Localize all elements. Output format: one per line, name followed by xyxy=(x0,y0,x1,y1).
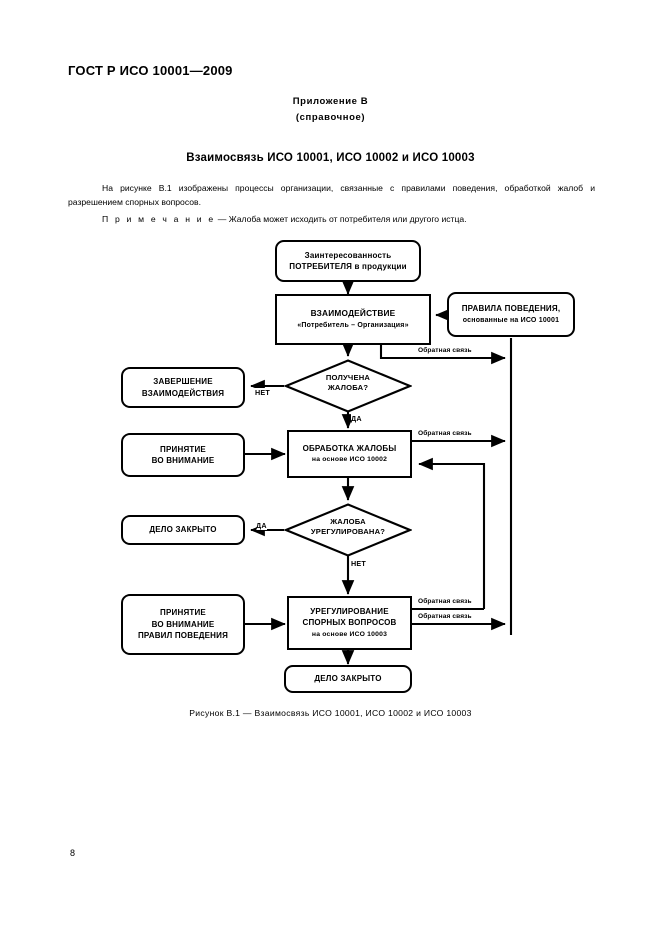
node-complaint-handling-line2: на основе ИСО 10002 xyxy=(311,456,388,463)
node-customer-interest-line1: Заинтересованность xyxy=(304,250,392,260)
edge-label-yes-2: ДА xyxy=(256,521,267,530)
standard-header: ГОСТ Р ИСО 10001—2009 xyxy=(68,63,233,78)
node-code-of-conduct-line1: ПРАВИЛА ПОВЕДЕНИЯ, xyxy=(461,304,561,313)
node-case-closed-1: ДЕЛО ЗАКРЫТО xyxy=(121,515,245,545)
node-end-interaction: ЗАВЕРШЕНИЕ ВЗАИМОДЕЙСТВИЯ xyxy=(121,367,245,408)
note-paragraph: П р и м е ч а н и е — Жалоба может исход… xyxy=(68,213,595,227)
flowchart-connectors xyxy=(245,280,513,665)
edge-label-no-2: НЕТ xyxy=(351,559,366,568)
node-end-interaction-line1: ЗАВЕРШЕНИЕ xyxy=(153,377,213,386)
feedback-label-1: Обратная связь xyxy=(417,347,473,354)
node-take-into-account-rules-line2: ВО ВНИМАНИЕ xyxy=(151,619,215,629)
annex-title: Приложение В xyxy=(292,96,369,107)
decision-complaint-received-line2: ЖАЛОБА? xyxy=(327,383,369,392)
node-interaction: ВЗАИМОДЕЙСТВИЕ «Потребитель – Организаци… xyxy=(275,294,431,345)
feedback-label-4: Обратная связь xyxy=(417,613,473,620)
node-take-into-account-line2: ВО ВНИМАНИЕ xyxy=(151,456,215,465)
feedback-label-2: Обратная связь xyxy=(417,430,473,437)
node-customer-interest-line2: ПОТРЕБИТЕЛЯ в продукции xyxy=(289,262,407,271)
node-code-of-conduct: ПРАВИЛА ПОВЕДЕНИЯ, основанные на ИСО 100… xyxy=(447,292,575,337)
node-dispute-resolution-line3: на основе ИСО 10003 xyxy=(311,630,388,638)
figure-caption: Рисунок В.1 — Взаимосвязь ИСО 10001, ИСО… xyxy=(189,708,472,718)
node-take-into-account-line1: ПРИНЯТИЕ xyxy=(160,444,206,454)
node-take-into-account: ПРИНЯТИЕ ВО ВНИМАНИЕ xyxy=(121,433,245,477)
node-case-closed-2: ДЕЛО ЗАКРЫТО xyxy=(284,665,412,693)
node-case-closed-2-line1: ДЕЛО ЗАКРЫТО xyxy=(314,674,382,684)
decision-complaint-settled-line2: УРЕГУЛИРОВАНА? xyxy=(310,527,386,536)
decision-complaint-settled-shape xyxy=(284,503,412,557)
node-dispute-resolution-line1: УРЕГУЛИРОВАНИЕ xyxy=(310,606,389,616)
decision-complaint-received-shape xyxy=(284,359,412,413)
node-take-into-account-rules-line1: ПРИНЯТИЕ xyxy=(160,608,206,618)
figure-flowchart: Заинтересованность ПОТРЕБИТЕЛЯ в продукц… xyxy=(0,228,661,698)
node-end-interaction-line2: ВЗАИМОДЕЙСТВИЯ xyxy=(141,388,225,398)
node-interaction-line2: «Потребитель – Организация» xyxy=(297,321,409,329)
note-lead: П р и м е ч а н и е xyxy=(102,214,216,224)
edge-label-no-1: НЕТ xyxy=(255,388,270,397)
edge-label-yes-1: ДА xyxy=(351,414,362,423)
decision-complaint-settled-line1: ЖАЛОБА xyxy=(330,517,366,526)
node-interaction-line1: ВЗАИМОДЕЙСТВИЕ xyxy=(310,308,396,318)
node-case-closed-1-line1: ДЕЛО ЗАКРЫТО xyxy=(149,525,217,535)
node-customer-interest: Заинтересованность ПОТРЕБИТЕЛЯ в продукц… xyxy=(275,240,421,282)
feedback-label-3: Обратная связь xyxy=(417,598,473,605)
decision-complaint-settled-label: ЖАЛОБА УРЕГУЛИРОВАНА? xyxy=(284,517,412,537)
annex-heading: Приложение В (справочное) xyxy=(0,94,661,126)
node-take-into-account-rules: ПРИНЯТИЕ ВО ВНИМАНИЕ ПРАВИЛ ПОВЕДЕНИЯ xyxy=(121,594,245,655)
note-text: — Жалоба может исходить от потребителя и… xyxy=(215,214,467,224)
node-complaint-handling: ОБРАБОТКА ЖАЛОБЫ на основе ИСО 10002 xyxy=(287,430,412,478)
node-complaint-handling-line1: ОБРАБОТКА ЖАЛОБЫ xyxy=(302,443,397,453)
page-number: 8 xyxy=(70,848,76,858)
decision-complaint-received-line1: ПОЛУЧЕНА xyxy=(325,373,371,382)
annex-kind: (справочное) xyxy=(295,112,366,123)
node-dispute-resolution: УРЕГУЛИРОВАНИЕ СПОРНЫХ ВОПРОСОВ на основ… xyxy=(287,596,412,650)
decision-complaint-received-label: ПОЛУЧЕНА ЖАЛОБА? xyxy=(284,373,412,393)
node-dispute-resolution-line2: СПОРНЫХ ВОПРОСОВ xyxy=(302,618,397,628)
section-title: Взаимосвязь ИСО 10001, ИСО 10002 и ИСО 1… xyxy=(186,152,475,164)
node-take-into-account-rules-line3: ПРАВИЛ ПОВЕДЕНИЯ xyxy=(137,631,229,641)
intro-paragraph: На рисунке В.1 изображены процессы орган… xyxy=(68,183,595,207)
node-code-of-conduct-line2: основанные на ИСО 10001 xyxy=(462,316,560,324)
